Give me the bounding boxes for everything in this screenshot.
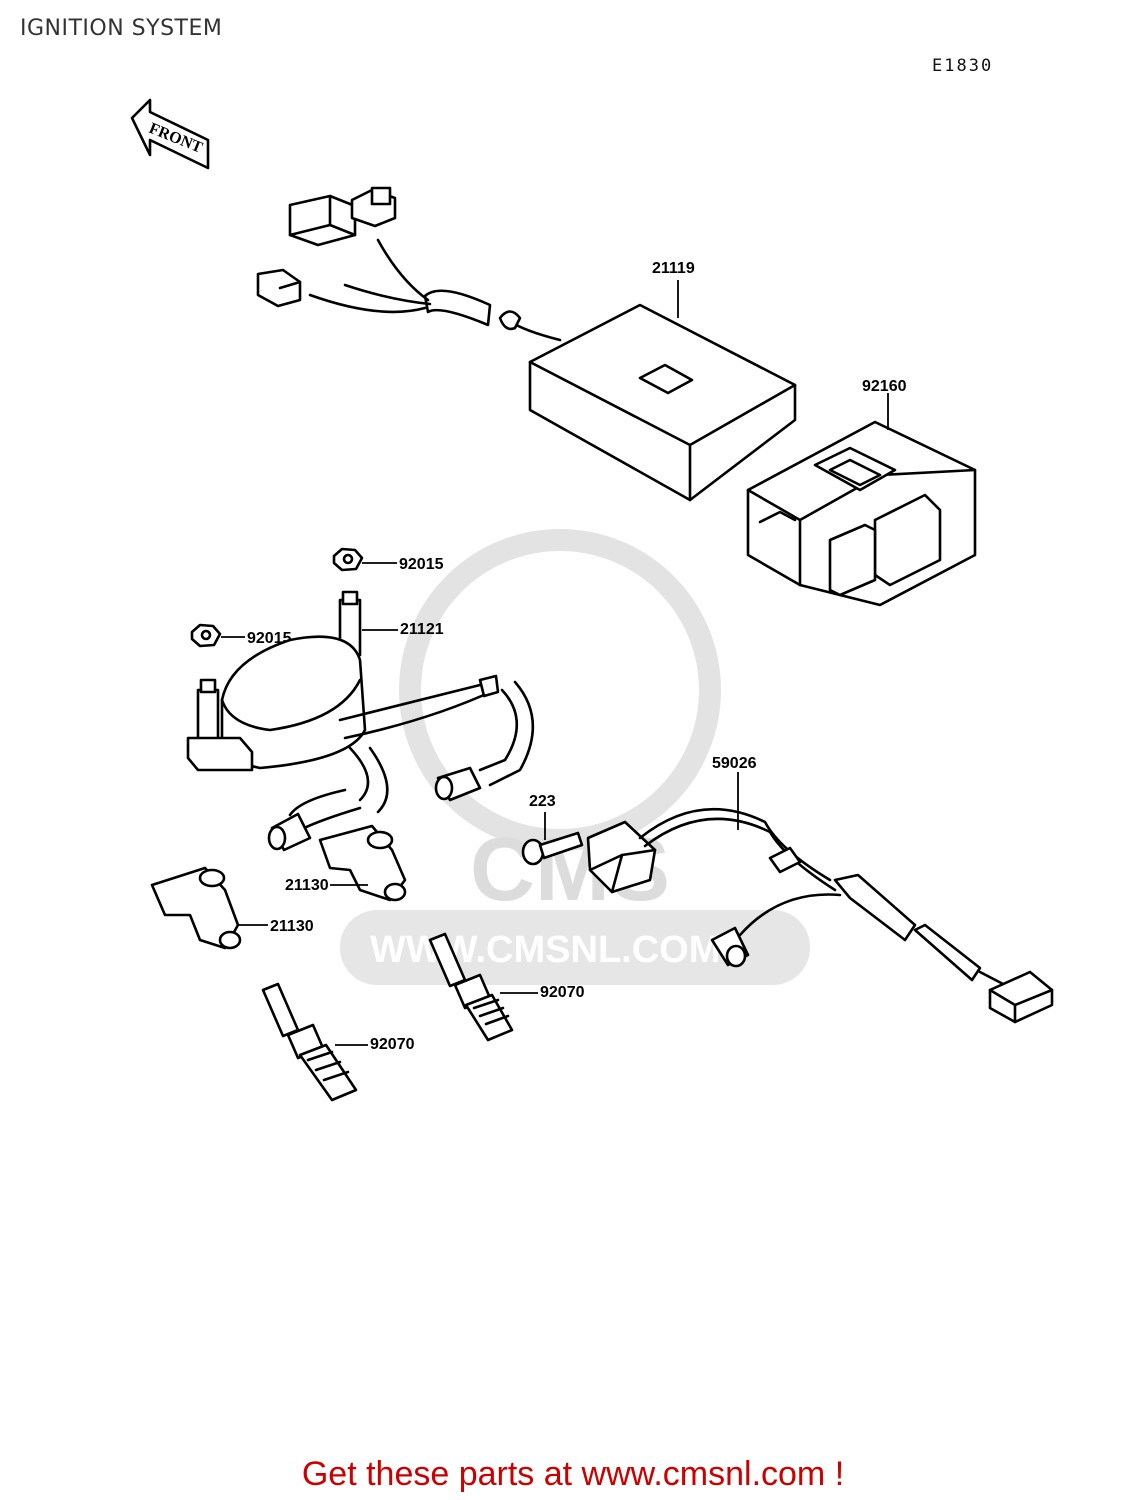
- igniter-unit: [256, 186, 797, 502]
- callout-spark-plug-right: 92070: [540, 984, 585, 1001]
- plug-cap-left: [150, 866, 242, 950]
- callout-igniter-cover: 92160: [862, 378, 907, 395]
- callout-spark-plug-left: 92070: [370, 1036, 415, 1053]
- pickup-coil: [586, 807, 1054, 1024]
- callout-ignition-coil: 21121: [400, 621, 444, 638]
- watermark-url-text: WWW.CMSNL.COM: [370, 929, 720, 971]
- igniter-cover: [746, 420, 977, 607]
- plug-cap-right: [318, 824, 407, 902]
- callout-pickup-coil: 59026: [712, 755, 757, 772]
- diagram-code: E1830: [932, 56, 994, 76]
- spark-plug-right: [428, 932, 514, 1042]
- front-arrow: FRONT: [130, 98, 210, 170]
- diagram-title: IGNITION SYSTEM: [20, 16, 223, 41]
- callout-coil-nut-top: 92015: [399, 556, 444, 573]
- coil-nut-top: [332, 547, 364, 572]
- coil-nut-left: [190, 623, 222, 648]
- callout-plug-cap-left: 21130: [270, 918, 314, 935]
- ignition-coil: [186, 590, 535, 852]
- pickup-screw: [521, 831, 584, 866]
- spark-plug-left: [261, 982, 358, 1102]
- callout-igniter: 21119: [652, 260, 695, 277]
- callout-plug-cap-right: 21130: [285, 877, 329, 894]
- callout-pickup-screw: 223: [529, 793, 556, 810]
- footer-link[interactable]: Get these parts at www.cmsnl.com !: [301, 1455, 845, 1493]
